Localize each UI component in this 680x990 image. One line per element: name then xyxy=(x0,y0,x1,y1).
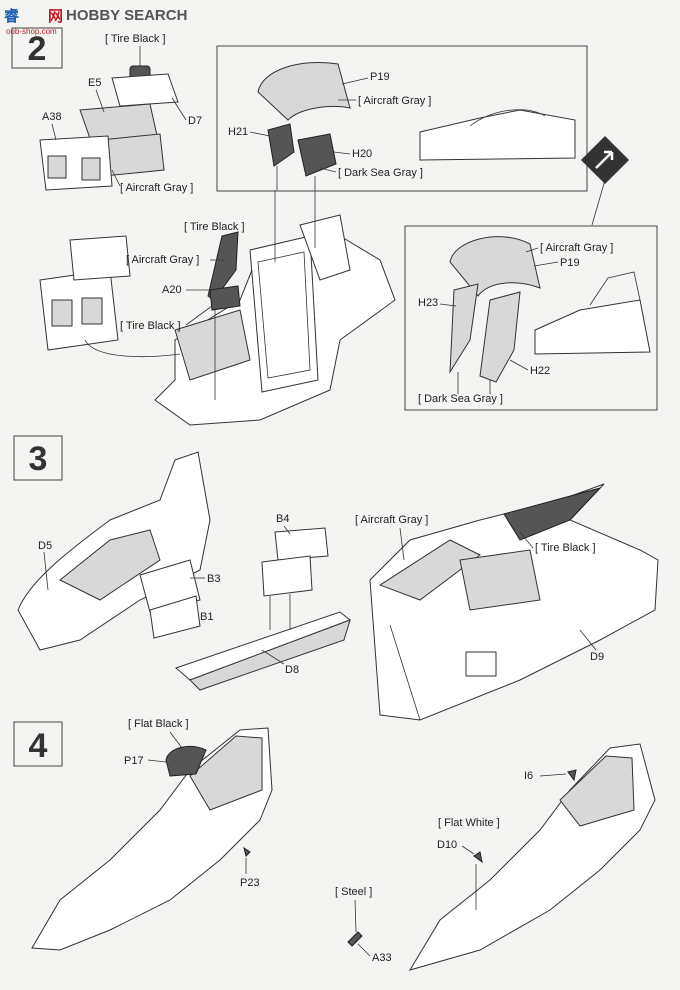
part-panel-window-left xyxy=(51,299,73,327)
step-number: 3 xyxy=(29,440,48,478)
label-aircraft-gray-step3: [ Aircraft Gray ] xyxy=(355,514,428,526)
headrest-assembly xyxy=(39,65,179,191)
part-a33 xyxy=(347,931,363,947)
inset-upper-frame xyxy=(216,45,588,192)
part-i6 xyxy=(567,769,577,782)
part-h20 xyxy=(297,133,337,177)
inset-lower-dark-sea-gray: [ Dark Sea Gray ] xyxy=(418,393,503,405)
part-cockpit-interior xyxy=(189,735,263,811)
part-d10 xyxy=(473,851,483,864)
part-cockpit-interior-alt xyxy=(559,755,635,827)
label-tire-black-low: [ Tire Black ] xyxy=(120,320,181,332)
part-cockpit-sill xyxy=(59,529,161,601)
watermark-url: oob-shop.com xyxy=(6,27,57,36)
part-tire-black-boot xyxy=(209,285,241,311)
label-tire-black-top: [ Tire Black ] xyxy=(105,33,166,45)
label-d9: D9 xyxy=(590,651,604,663)
label-p23: P23 xyxy=(240,877,260,889)
part-side-console xyxy=(174,309,251,381)
label-e5: E5 xyxy=(88,77,101,89)
fuselage-half-left xyxy=(17,451,211,651)
label-d5: D5 xyxy=(38,540,52,552)
label-a38: A38 xyxy=(42,111,62,123)
inset-upper-p19: P19 xyxy=(370,71,390,83)
fuselage-sketch-upper xyxy=(419,109,576,161)
label-b4: B4 xyxy=(276,513,289,525)
part-a38-window-left xyxy=(47,155,67,179)
label-a20: A20 xyxy=(162,284,182,296)
inset-lower xyxy=(404,225,658,411)
label-d10: D10 xyxy=(437,839,457,851)
step-number-box xyxy=(11,27,63,69)
inset-upper-h21: H21 xyxy=(228,126,248,138)
inset-upper xyxy=(216,45,588,192)
inset-upper-dark-sea-gray: [ Dark Sea Gray ] xyxy=(338,167,423,179)
part-p19-shroud-alt xyxy=(449,236,541,297)
part-p17-shroud xyxy=(165,745,207,777)
fuselage-sketch-lower xyxy=(534,299,651,355)
label-b1: B1 xyxy=(200,611,213,623)
inset-arrow xyxy=(580,135,630,226)
part-tire-black-spine xyxy=(503,487,602,541)
nose-section-right xyxy=(347,743,656,971)
fuselage-assembly-right xyxy=(369,483,659,721)
part-p19-shroud xyxy=(257,61,351,121)
inset-lower-p19: P19 xyxy=(560,257,580,269)
part-seat-back xyxy=(249,235,319,393)
label-tire-black-mid: [ Tire Black ] xyxy=(184,221,245,233)
label-flat-black: [ Flat Black ] xyxy=(128,718,189,730)
step-number-box xyxy=(13,721,63,767)
step-4: 4 [ Flat Black ] P17 P23 I6 [ Flat White… xyxy=(13,718,656,971)
label-tire-black-step3: [ Tire Black ] xyxy=(535,542,596,554)
watermark: 睿 网 HOBBY SEARCH oob-shop.com xyxy=(4,7,187,36)
label-aircraft-gray-left: [ Aircraft Gray ] xyxy=(120,182,193,194)
inset-lower-aircraft-gray: [ Aircraft Gray ] xyxy=(540,242,613,254)
label-a33: A33 xyxy=(372,952,392,964)
part-panel-top xyxy=(69,235,131,281)
part-h21 xyxy=(267,123,295,167)
watermark-brand: HOBBY SEARCH xyxy=(66,7,187,24)
part-instrument-well xyxy=(459,549,541,611)
label-b3: B3 xyxy=(207,573,220,585)
part-rear-bulkhead xyxy=(299,214,351,281)
label-aircraft-gray-mid: [ Aircraft Gray ] xyxy=(126,254,199,266)
step-number-box xyxy=(13,435,63,481)
part-seat-cushion-outline xyxy=(257,251,311,379)
cockpit-tub xyxy=(39,190,396,426)
step-number: 2 xyxy=(28,30,47,68)
part-a38-window-right xyxy=(81,157,101,181)
part-b4-top xyxy=(274,527,329,561)
part-box xyxy=(465,651,497,677)
step-number: 4 xyxy=(29,727,48,765)
part-b1 xyxy=(149,595,201,639)
inset-lower-frame xyxy=(404,225,658,411)
watermark-chinese: 睿 xyxy=(4,7,20,25)
step-2: 2 [ Tire Black ] E5 A38 D7 [ Aircraft Gr… xyxy=(11,27,658,426)
label-d7: D7 xyxy=(188,115,202,127)
inset-lower-h22: H22 xyxy=(530,365,550,377)
part-p23 xyxy=(243,846,251,857)
label-p17: P17 xyxy=(124,755,144,767)
step-3: 3 D5 B3 B1 B4 D8 xyxy=(13,435,659,721)
watermark-chinese-suffix: 网 xyxy=(48,8,63,25)
label-flat-white: [ Flat White ] xyxy=(438,817,500,829)
inset-upper-h20: H20 xyxy=(352,148,372,160)
part-b4-bottom xyxy=(261,555,313,597)
part-aircraft-gray-console xyxy=(378,539,481,601)
label-steel: [ Steel ] xyxy=(335,886,372,898)
part-h22 xyxy=(479,291,521,383)
label-d8: D8 xyxy=(285,664,299,676)
label-i6: I6 xyxy=(524,770,533,782)
part-a20-control-stick xyxy=(207,231,239,301)
inset-upper-aircraft-gray: [ Aircraft Gray ] xyxy=(358,95,431,107)
part-panel-window-right xyxy=(81,297,103,325)
part-h23 xyxy=(449,283,479,374)
inset-lower-h23: H23 xyxy=(418,297,438,309)
part-d7 xyxy=(111,73,179,107)
nose-section-left xyxy=(31,727,273,951)
